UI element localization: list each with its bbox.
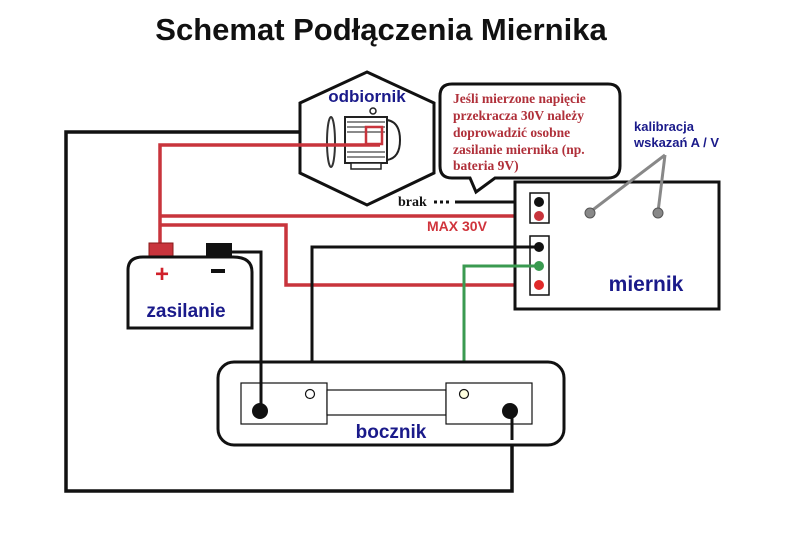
shunt-right-main-terminal xyxy=(502,403,518,419)
calibration-pot-a[interactable] xyxy=(584,207,596,219)
meter-terminal-green-sense xyxy=(534,261,544,271)
wire-black-meter-to-shunt xyxy=(310,245,539,395)
shunt-left-block xyxy=(240,382,328,425)
calibration-label-2: wskazań A / V xyxy=(633,135,719,150)
note-line-1: Jeśli mierzone napięcie xyxy=(453,91,586,106)
meter-terminal-black-supply xyxy=(534,197,544,207)
calibration-pointer-v xyxy=(656,154,667,213)
battery-minus-terminal xyxy=(206,243,232,257)
meter-label: miernik xyxy=(609,273,684,296)
note-line-2: przekracza 30V należy xyxy=(453,108,584,123)
max-voltage-label: MAX 30V xyxy=(427,218,488,234)
wire-green-meter-to-shunt xyxy=(462,264,539,395)
wire-black-load-to-shunt xyxy=(64,130,514,493)
note-line-3: doprowadzić osobne xyxy=(453,125,570,140)
note-line-5: bateria 9V) xyxy=(453,158,519,173)
note-bubble xyxy=(438,82,622,195)
battery-plus-terminal xyxy=(148,242,174,257)
power-label: zasilanie xyxy=(146,301,225,322)
battery-body xyxy=(126,255,254,330)
note-line-4: zasilanie miernika (np. xyxy=(453,142,585,157)
shunt-bar xyxy=(326,389,447,416)
motor-icon xyxy=(326,107,402,170)
wire-red-plus-to-meter-sense xyxy=(160,223,539,287)
calibration-pointer-a xyxy=(589,153,666,214)
meter-terminal-black-sense xyxy=(534,242,544,252)
diagram-title: Schemat Podłączenia Miernika xyxy=(155,12,607,47)
brak-label: brak xyxy=(398,195,427,210)
calibration-pot-v[interactable] xyxy=(652,207,664,219)
meter-terminal-red-sense xyxy=(534,280,544,290)
battery-minus-symbol xyxy=(211,269,225,273)
shunt-left-main-terminal xyxy=(252,403,268,419)
meter-terminal-red-supply xyxy=(534,211,544,221)
shunt-label: bocznik xyxy=(356,422,427,443)
wire-red-plus-to-load xyxy=(158,143,380,245)
calibration-label-1: kalibracja xyxy=(634,119,695,134)
shunt-right-sense-terminal xyxy=(458,388,470,400)
shunt-left-sense-terminal xyxy=(304,388,316,400)
wire-black-minus-to-shunt xyxy=(230,250,263,410)
battery-plus-symbol: + xyxy=(155,261,169,288)
shunt-right-block xyxy=(445,382,533,425)
load-label: odbiornik xyxy=(328,87,406,106)
